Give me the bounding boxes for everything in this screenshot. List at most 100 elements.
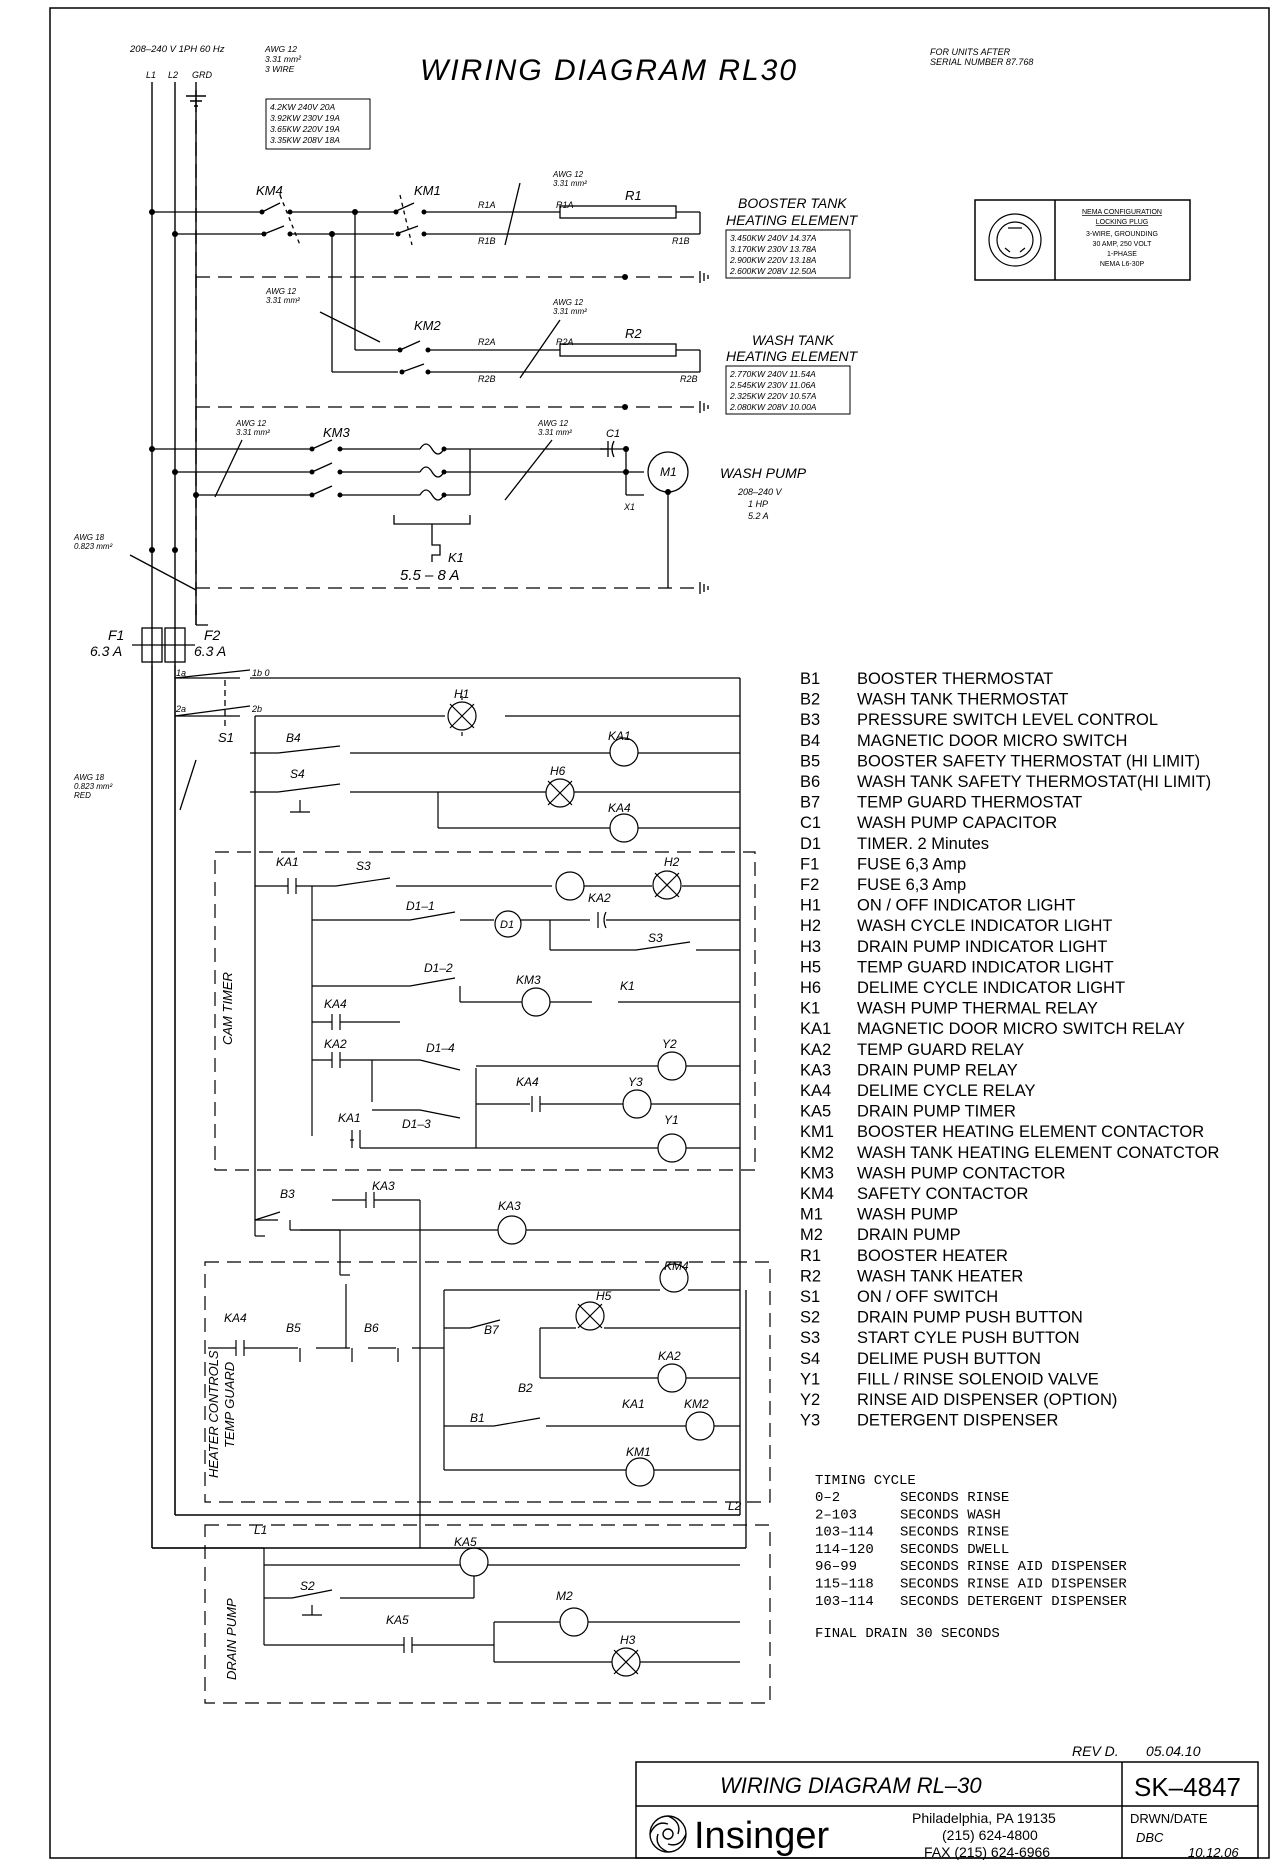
timing-description: SECONDS RINSE (900, 1525, 1009, 1541)
label-heater-controls: HEATER CONTROLS (206, 1350, 221, 1478)
legend-description: BOOSTER HEATING ELEMENT CONTACTOR (857, 1123, 1204, 1141)
label-km3-coil: KM3 (516, 973, 541, 987)
legend-description: BOOSTER SAFETY THERMOSTAT (HI LIMIT) (857, 752, 1200, 770)
legend-description: TEMP GUARD RELAY (857, 1041, 1024, 1059)
timing-title: TIMING CYCLE (815, 1473, 916, 1489)
s1-labels: 1a 1b 0 2a 2b S1 AWG 18 0.823 mm² RED (73, 668, 270, 800)
booster-rating: 3.450KW 240V 14.37A (730, 233, 817, 243)
legend-code: H6 (800, 979, 821, 997)
label-d1-4: D1–4 (426, 1041, 455, 1055)
label-h2: H2 (664, 855, 680, 869)
legend-code: S1 (800, 1288, 820, 1306)
label-km2: KM2 (414, 318, 442, 333)
legend-code: H5 (800, 958, 821, 976)
label-y2: Y2 (662, 1037, 677, 1051)
legend-code: B3 (800, 711, 820, 729)
legend-code: R1 (800, 1247, 821, 1265)
label-ka5: KA5 (454, 1535, 477, 1549)
booster-rating: 2.900KW 220V 13.18A (729, 255, 817, 265)
component-labels: H1 B4 KA1 S4 H6 KA4 KA1 S3 H2 D1–1 D1 KA… (224, 687, 742, 1647)
legend-description: MAGNETIC DOOR MICRO SWITCH (857, 732, 1127, 750)
legend-description: TIMER. 2 Minutes (857, 835, 989, 853)
label-b7: B7 (484, 1323, 500, 1337)
legend-code: KA3 (800, 1061, 831, 1079)
legend-description: DELIME PUSH BUTTON (857, 1350, 1041, 1368)
label-d1-1: D1–1 (406, 899, 435, 913)
legend-code: M1 (800, 1206, 823, 1224)
drawn-date: 10.12.06 (1188, 1845, 1239, 1860)
label-ka2: KA2 (588, 891, 611, 905)
label-awg18: AWG 18 (73, 533, 105, 542)
legend-code: F1 (800, 855, 819, 873)
legend-code: M2 (800, 1226, 823, 1244)
label-s2: S2 (300, 1579, 315, 1593)
timing-final: FINAL DRAIN 30 SECONDS (815, 1626, 1000, 1642)
legend-description: FUSE 6,3 Amp (857, 855, 966, 873)
booster-labels: KM4 KM1 R1A R1A R1B R1B R1 AWG 12 3.31 m… (256, 170, 690, 305)
line-grd: GRD (192, 70, 213, 80)
timing-description: SECONDS WASH (900, 1507, 1001, 1523)
label-r2: R2 (625, 326, 642, 341)
legend-description: WASH PUMP (857, 1206, 958, 1224)
legend-code: S2 (800, 1309, 820, 1327)
nema-box (974, 199, 1191, 281)
coils (459, 737, 715, 1637)
wash-tank-rating: 2.080KW 208V 10.00A (729, 402, 817, 412)
label-b6: B6 (364, 1321, 379, 1335)
label-awg18-red: AWG 18 (73, 773, 105, 782)
legend-description: WASH PUMP CONTACTOR (857, 1164, 1065, 1182)
legend-code: C1 (800, 814, 821, 832)
wash-tank-labels: KM2 R2A R2A R2B R2B R2 AWG 12 3.31 mm² (414, 298, 698, 384)
legend-code: R2 (800, 1267, 821, 1285)
label-k1: K1 (448, 550, 464, 565)
label-l1: L1 (254, 1523, 267, 1537)
legend-description: WASH TANK THERMOSTAT (857, 691, 1068, 709)
label-h3: H3 (620, 1633, 636, 1647)
label-ka2-contact: KA2 (324, 1037, 347, 1051)
legend-description: DRAIN PUMP (857, 1226, 961, 1244)
label-temp-guard: TEMP GUARD (222, 1362, 237, 1448)
label-d1-3: D1–3 (402, 1117, 431, 1131)
nema-line: NEMA CONFIGURATION (1082, 209, 1162, 216)
legend-description: DRAIN PUMP PUSH BUTTON (857, 1309, 1083, 1327)
supply-label: 208–240 V 1PH 60 Hz (129, 44, 225, 55)
legend-code: Y2 (800, 1391, 820, 1409)
timing-range: 2–103 (815, 1507, 857, 1523)
label-awg12-km2: AWG 12 (265, 287, 297, 296)
label-mm331: 3.31 mm² (553, 179, 587, 188)
label-ka1: KA1 (608, 729, 631, 743)
label-b2: B2 (518, 1381, 533, 1395)
legend-description: ON / OFF SWITCH (857, 1288, 998, 1306)
wash-pump-dots (149, 446, 671, 553)
legend-description: TEMP GUARD THERMOSTAT (857, 794, 1082, 812)
label-r1b: R1B (478, 236, 496, 246)
label-mm331-km3: 3.31 mm² (236, 428, 270, 437)
timing-description: SECONDS RINSE AID DISPENSER (900, 1577, 1127, 1593)
drawing-name: WIRING DIAGRAM RL–30 (720, 1773, 982, 1798)
label-m1: M1 (660, 465, 677, 479)
legend-description: DELIME CYCLE INDICATOR LIGHT (857, 979, 1125, 997)
drawing-number: SK–4847 (1134, 1772, 1241, 1802)
label-mm331-m1: 3.31 mm² (538, 428, 572, 437)
label-awg12-r2: AWG 12 (552, 298, 584, 307)
label-awg12-km3: AWG 12 (235, 419, 267, 428)
legend-description: DRAIN PUMP RELAY (857, 1061, 1018, 1079)
serial-note-1: FOR UNITS AFTER (930, 47, 1011, 57)
timing-description: SECONDS RINSE (900, 1490, 1009, 1506)
nema-line: NEMA L6-30P (1100, 261, 1145, 268)
timing-description: SECONDS RINSE AID DISPENSER (900, 1559, 1127, 1575)
legend-description: FUSE 6,3 Amp (857, 876, 966, 894)
label-h5: H5 (596, 1289, 612, 1303)
label-d1-2: D1–2 (424, 961, 453, 975)
legend-code: KA1 (800, 1020, 831, 1038)
legend-description: DRAIN PUMP INDICATOR LIGHT (857, 938, 1107, 956)
label-r2b-2: R2B (680, 374, 698, 384)
label-m2: M2 (556, 1589, 573, 1603)
legend-code: F2 (800, 876, 819, 894)
insinger-logo-icon (649, 1815, 687, 1853)
nema-plug-icon (988, 213, 1042, 267)
legend-description: RINSE AID DISPENSER (OPTION) (857, 1391, 1117, 1409)
label-r1a: R1A (478, 200, 496, 210)
